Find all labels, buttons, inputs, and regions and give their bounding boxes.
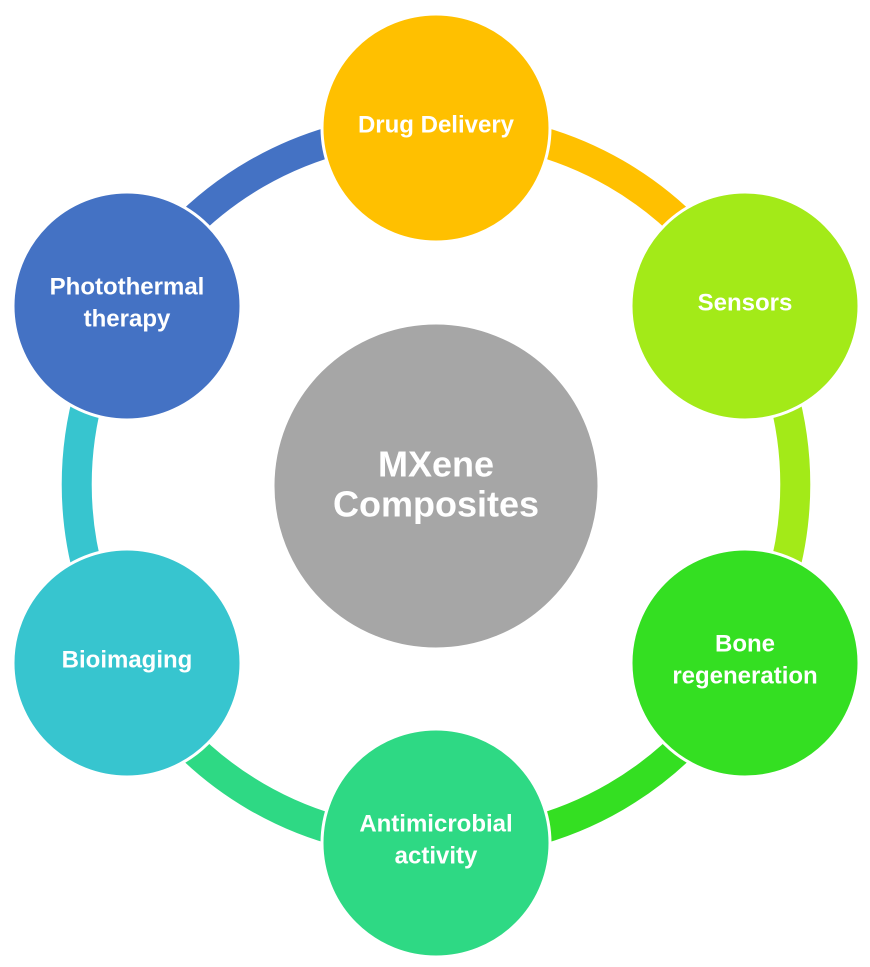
center-label-line-2: Composites xyxy=(333,484,539,525)
node-label-bone-regeneration-line-2: regeneration xyxy=(672,663,817,690)
node-drug-delivery: Drug Delivery xyxy=(320,12,552,244)
node-antimicrobial-activity: Antimicrobial activity xyxy=(320,727,552,959)
node-photothermal-therapy: Photothermal therapy xyxy=(11,190,243,422)
node-label-sensors-line-1: Sensors xyxy=(698,290,793,317)
node-circle-sensors xyxy=(629,190,861,422)
center-label-line-1: MXene xyxy=(378,444,494,485)
node-circle-bioimaging xyxy=(11,547,243,779)
node-bone-regeneration: Bone regeneration xyxy=(629,547,861,779)
node-circle-photothermal-therapy xyxy=(11,190,243,422)
center-node: MXene Composites xyxy=(271,321,601,651)
node-sensors: Sensors xyxy=(629,190,861,422)
node-label-bioimaging-line-1: Bioimaging xyxy=(62,647,193,674)
node-circle-bone-regeneration xyxy=(629,547,861,779)
node-label-photothermal-therapy-line-1: Photothermal xyxy=(50,274,205,301)
node-circle-drug-delivery xyxy=(320,12,552,244)
node-label-photothermal-therapy-line-2: therapy xyxy=(84,306,171,333)
node-bioimaging: Bioimaging xyxy=(11,547,243,779)
node-label-bone-regeneration-line-1: Bone xyxy=(715,631,775,658)
node-label-drug-delivery-line-1: Drug Delivery xyxy=(358,112,515,139)
node-circle-antimicrobial-activity xyxy=(320,727,552,959)
node-label-antimicrobial-activity-line-1: Antimicrobial xyxy=(359,811,512,838)
node-label-antimicrobial-activity-line-2: activity xyxy=(395,843,478,870)
center-circle xyxy=(271,321,601,651)
